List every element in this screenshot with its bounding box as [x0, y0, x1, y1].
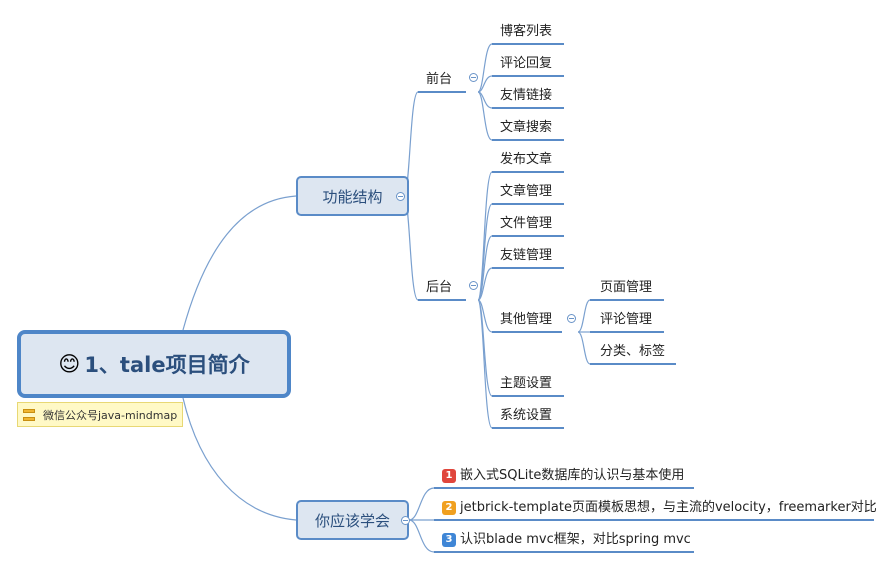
topic-back-item[interactable]: 友链管理 — [500, 248, 553, 263]
topic-back-item[interactable]: 主题设置 — [500, 376, 553, 391]
topic-learn-item[interactable]: 3 认识blade mvc框架，对比spring mvc — [442, 532, 691, 548]
learn-item-text: 认识blade mvc框架，对比spring mvc — [460, 532, 691, 547]
root-topic[interactable]: 😊 1、tale项目简介 — [17, 330, 291, 398]
root-title: 1、tale项目简介 — [84, 353, 250, 377]
topic-front-item[interactable]: 友情链接 — [500, 88, 553, 103]
smile-icon: 😊 — [58, 352, 81, 376]
collapse-toggle-icon[interactable] — [469, 281, 478, 290]
topic-front[interactable]: 前台 — [426, 72, 453, 87]
branch-should-learn[interactable]: 你应该学会 — [296, 500, 409, 540]
topic-learn-item[interactable]: 2 jetbrick-template页面模板思想，与主流的velocity，fr… — [442, 500, 877, 516]
learn-item-text: jetbrick-template页面模板思想，与主流的velocity，fre… — [460, 500, 877, 515]
priority-1-badge: 1 — [442, 469, 456, 483]
topic-other-item[interactable]: 分类、标签 — [600, 344, 666, 359]
priority-3-badge: 3 — [442, 533, 456, 547]
topic-back-item-other[interactable]: 其他管理 — [500, 312, 553, 327]
topic-front-item[interactable]: 评论回复 — [500, 56, 553, 71]
topic-learn-item[interactable]: 1 嵌入式SQLite数据库的认识与基本使用 — [442, 468, 684, 484]
collapse-toggle-icon[interactable] — [567, 314, 576, 323]
priority-2-badge: 2 — [442, 501, 456, 515]
topic-back-item[interactable]: 文件管理 — [500, 216, 553, 231]
topic-other-item[interactable]: 评论管理 — [600, 312, 653, 327]
topic-front-item[interactable]: 博客列表 — [500, 24, 553, 39]
branch-function-structure[interactable]: 功能结构 — [296, 176, 409, 216]
collapse-toggle-icon[interactable] — [396, 192, 405, 201]
topic-back-item[interactable]: 发布文章 — [500, 152, 553, 167]
topic-back-item[interactable]: 文章管理 — [500, 184, 553, 199]
topic-back[interactable]: 后台 — [426, 280, 453, 295]
collapse-toggle-icon[interactable] — [469, 73, 478, 82]
branch-label: 你应该学会 — [314, 511, 390, 530]
note-icon — [23, 408, 35, 421]
collapse-toggle-icon[interactable] — [401, 516, 410, 525]
learn-item-text: 嵌入式SQLite数据库的认识与基本使用 — [460, 468, 685, 483]
note-label[interactable]: 微信公众号java-mindmap — [17, 402, 183, 427]
topic-back-item[interactable]: 系统设置 — [500, 408, 553, 423]
branch-label: 功能结构 — [322, 187, 383, 206]
note-text: 微信公众号java-mindmap — [43, 408, 178, 422]
topic-other-item[interactable]: 页面管理 — [600, 280, 653, 295]
topic-front-item[interactable]: 文章搜索 — [500, 120, 553, 135]
